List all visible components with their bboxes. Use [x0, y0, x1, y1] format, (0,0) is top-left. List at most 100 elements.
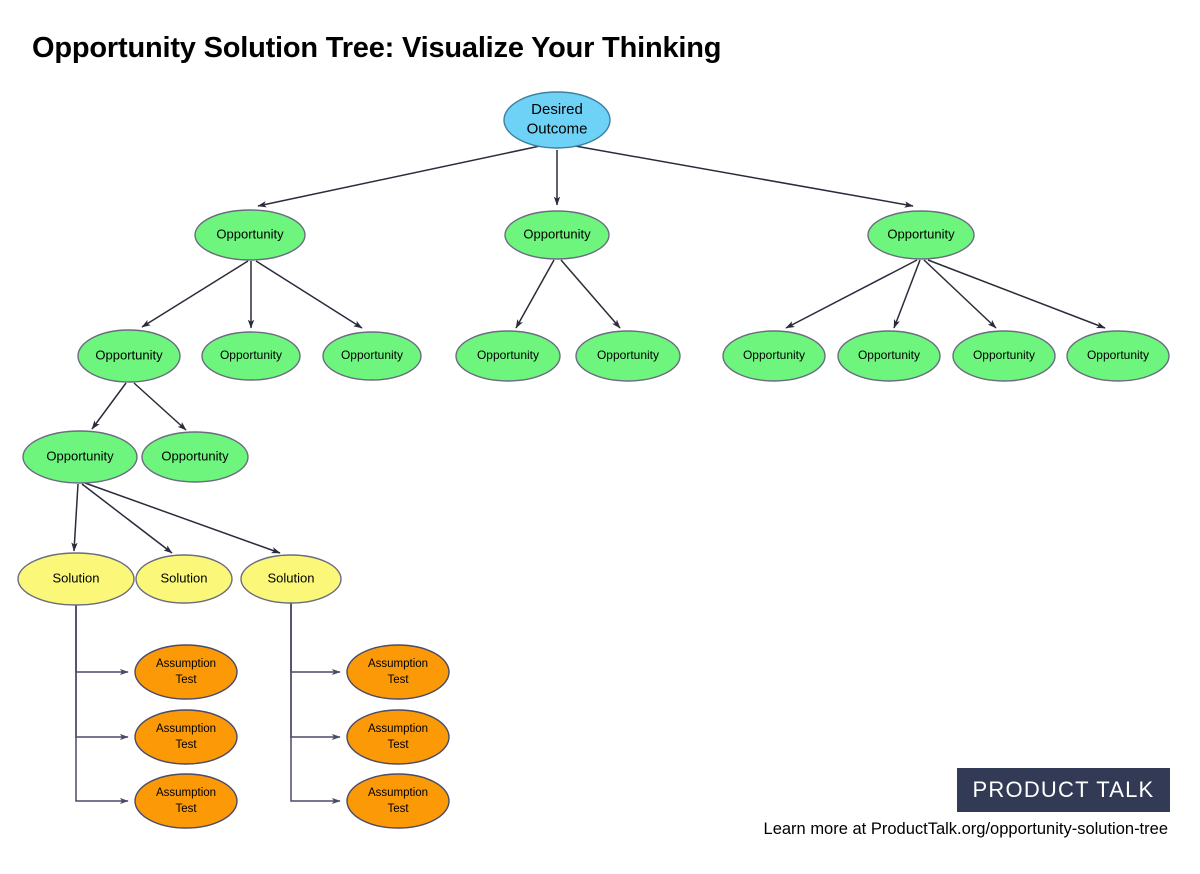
tree-edge — [893, 259, 921, 329]
opportunity-node-l4-1-label: Opportunity — [46, 448, 114, 463]
opportunity-node-l3-8[interactable]: Opportunity — [952, 330, 1056, 382]
solution-node-2[interactable]: Solution — [135, 554, 233, 604]
opportunity-node-l4-1[interactable]: Opportunity — [22, 430, 138, 484]
opportunity-node-l3-2[interactable]: Opportunity — [201, 331, 301, 381]
opportunity-node-l2-1-label: Opportunity — [216, 226, 284, 241]
learn-more-caption: Learn more at ProductTalk.org/opportunit… — [763, 820, 1168, 838]
tree-edge — [785, 259, 918, 329]
opportunity-node-l3-3-label: Opportunity — [341, 348, 403, 362]
opportunity-node-l4-2-label: Opportunity — [161, 448, 229, 463]
tree-edges — [71, 145, 1106, 554]
tree-edge — [91, 382, 127, 430]
desired-outcome-node-label: Outcome — [527, 121, 588, 138]
desired-outcome-node-shape — [503, 91, 611, 149]
solution-node-1[interactable]: Solution — [17, 552, 135, 606]
opportunity-node-l3-2-label: Opportunity — [220, 348, 282, 362]
desired-outcome-node-label: Desired — [531, 101, 583, 118]
opportunity-node-l3-9[interactable]: Opportunity — [1066, 330, 1170, 382]
tree-edge — [574, 145, 914, 208]
opportunity-node-l3-6-shape — [722, 330, 826, 382]
solution-assumption-connectors — [75, 603, 341, 805]
tree-edge — [923, 259, 997, 329]
opportunity-node-l2-3[interactable]: Opportunity — [867, 210, 975, 260]
assumption-test-node-left-2-label: Assumption — [156, 723, 216, 735]
tree-edge — [71, 483, 79, 552]
assumption-test-node-right-2-label: Test — [387, 739, 409, 751]
assumption-test-node-left-3-label: Test — [175, 803, 197, 815]
opportunity-node-l3-3[interactable]: Opportunity — [322, 331, 422, 381]
solution-node-3-label: Solution — [268, 570, 315, 585]
tree-edge — [84, 482, 281, 554]
opportunity-node-l3-2-shape — [201, 331, 301, 381]
tree-edge — [257, 145, 541, 208]
opportunity-node-l4-1-shape — [22, 430, 138, 484]
assumption-test-node-left-1-label: Test — [175, 674, 197, 686]
assumption-test-connector — [75, 605, 129, 805]
opportunity-node-l3-7-shape — [837, 330, 941, 382]
product-talk-badge-label: PRODUCT TALK — [972, 777, 1155, 802]
assumption-test-connector — [290, 603, 341, 741]
opportunity-node-l3-1-shape — [77, 329, 181, 383]
assumption-test-connector — [75, 605, 129, 676]
assumption-test-node-left-1-label: Assumption — [156, 658, 216, 670]
opportunity-node-l3-4-label: Opportunity — [477, 348, 539, 362]
opportunity-node-l3-9-label: Opportunity — [1087, 348, 1149, 362]
solution-node-1-label: Solution — [53, 570, 100, 585]
opportunity-node-l3-6-label: Opportunity — [743, 348, 805, 362]
opportunity-node-l3-8-label: Opportunity — [973, 348, 1035, 362]
tree-edge — [133, 382, 187, 431]
tree-edge — [927, 259, 1106, 329]
tree-edge — [515, 259, 555, 329]
assumption-test-node-right-2-label: Assumption — [368, 723, 428, 735]
opportunity-node-l2-1[interactable]: Opportunity — [194, 209, 306, 261]
opportunity-node-l3-6[interactable]: Opportunity — [722, 330, 826, 382]
assumption-test-node-right-3-label: Assumption — [368, 787, 428, 799]
assumption-test-node-right-2-shape — [346, 709, 450, 765]
assumption-test-connector — [290, 603, 341, 676]
opportunity-node-l4-2-shape — [141, 431, 249, 483]
opportunity-node-l2-3-label: Opportunity — [887, 226, 955, 241]
assumption-test-node-left-3-shape — [134, 773, 238, 829]
tree-edge — [141, 260, 249, 328]
solution-node-2-shape — [135, 554, 233, 604]
opportunity-node-l3-5[interactable]: Opportunity — [575, 330, 681, 382]
opportunity-node-l3-3-shape — [322, 331, 422, 381]
solution-node-1-shape — [17, 552, 135, 606]
assumption-test-node-left-3-label: Assumption — [156, 787, 216, 799]
opportunity-node-l3-7[interactable]: Opportunity — [837, 330, 941, 382]
opportunity-node-l4-2[interactable]: Opportunity — [141, 431, 249, 483]
assumption-test-node-right-1-shape — [346, 644, 450, 700]
assumption-test-connector — [290, 603, 341, 805]
assumption-test-node-right-3-label: Test — [387, 803, 409, 815]
assumption-test-node-left-2-shape — [134, 709, 238, 765]
opportunity-node-l3-9-shape — [1066, 330, 1170, 382]
opportunity-node-l2-2-label: Opportunity — [523, 226, 591, 241]
opportunity-node-l3-8-shape — [952, 330, 1056, 382]
opportunity-node-l3-5-shape — [575, 330, 681, 382]
solution-node-2-label: Solution — [161, 570, 208, 585]
opportunity-node-l2-2[interactable]: Opportunity — [504, 210, 610, 260]
assumption-test-node-left-1-shape — [134, 644, 238, 700]
assumption-test-node-right-3-shape — [346, 773, 450, 829]
assumption-test-node-right-1-label: Test — [387, 674, 409, 686]
opportunity-node-l3-7-label: Opportunity — [858, 348, 920, 362]
opportunity-node-l3-1-label: Opportunity — [95, 347, 163, 362]
product-talk-badge: PRODUCT TALK — [957, 768, 1170, 812]
opportunity-node-l2-2-shape — [504, 210, 610, 260]
tree-edge — [81, 483, 173, 554]
opportunity-node-l2-3-shape — [867, 210, 975, 260]
opportunity-node-l3-1[interactable]: Opportunity — [77, 329, 181, 383]
solution-node-3[interactable]: Solution — [240, 554, 342, 604]
opportunity-node-l3-4-shape — [455, 330, 561, 382]
opportunity-node-l3-4[interactable]: Opportunity — [455, 330, 561, 382]
assumption-test-node-left-2-label: Test — [175, 739, 197, 751]
